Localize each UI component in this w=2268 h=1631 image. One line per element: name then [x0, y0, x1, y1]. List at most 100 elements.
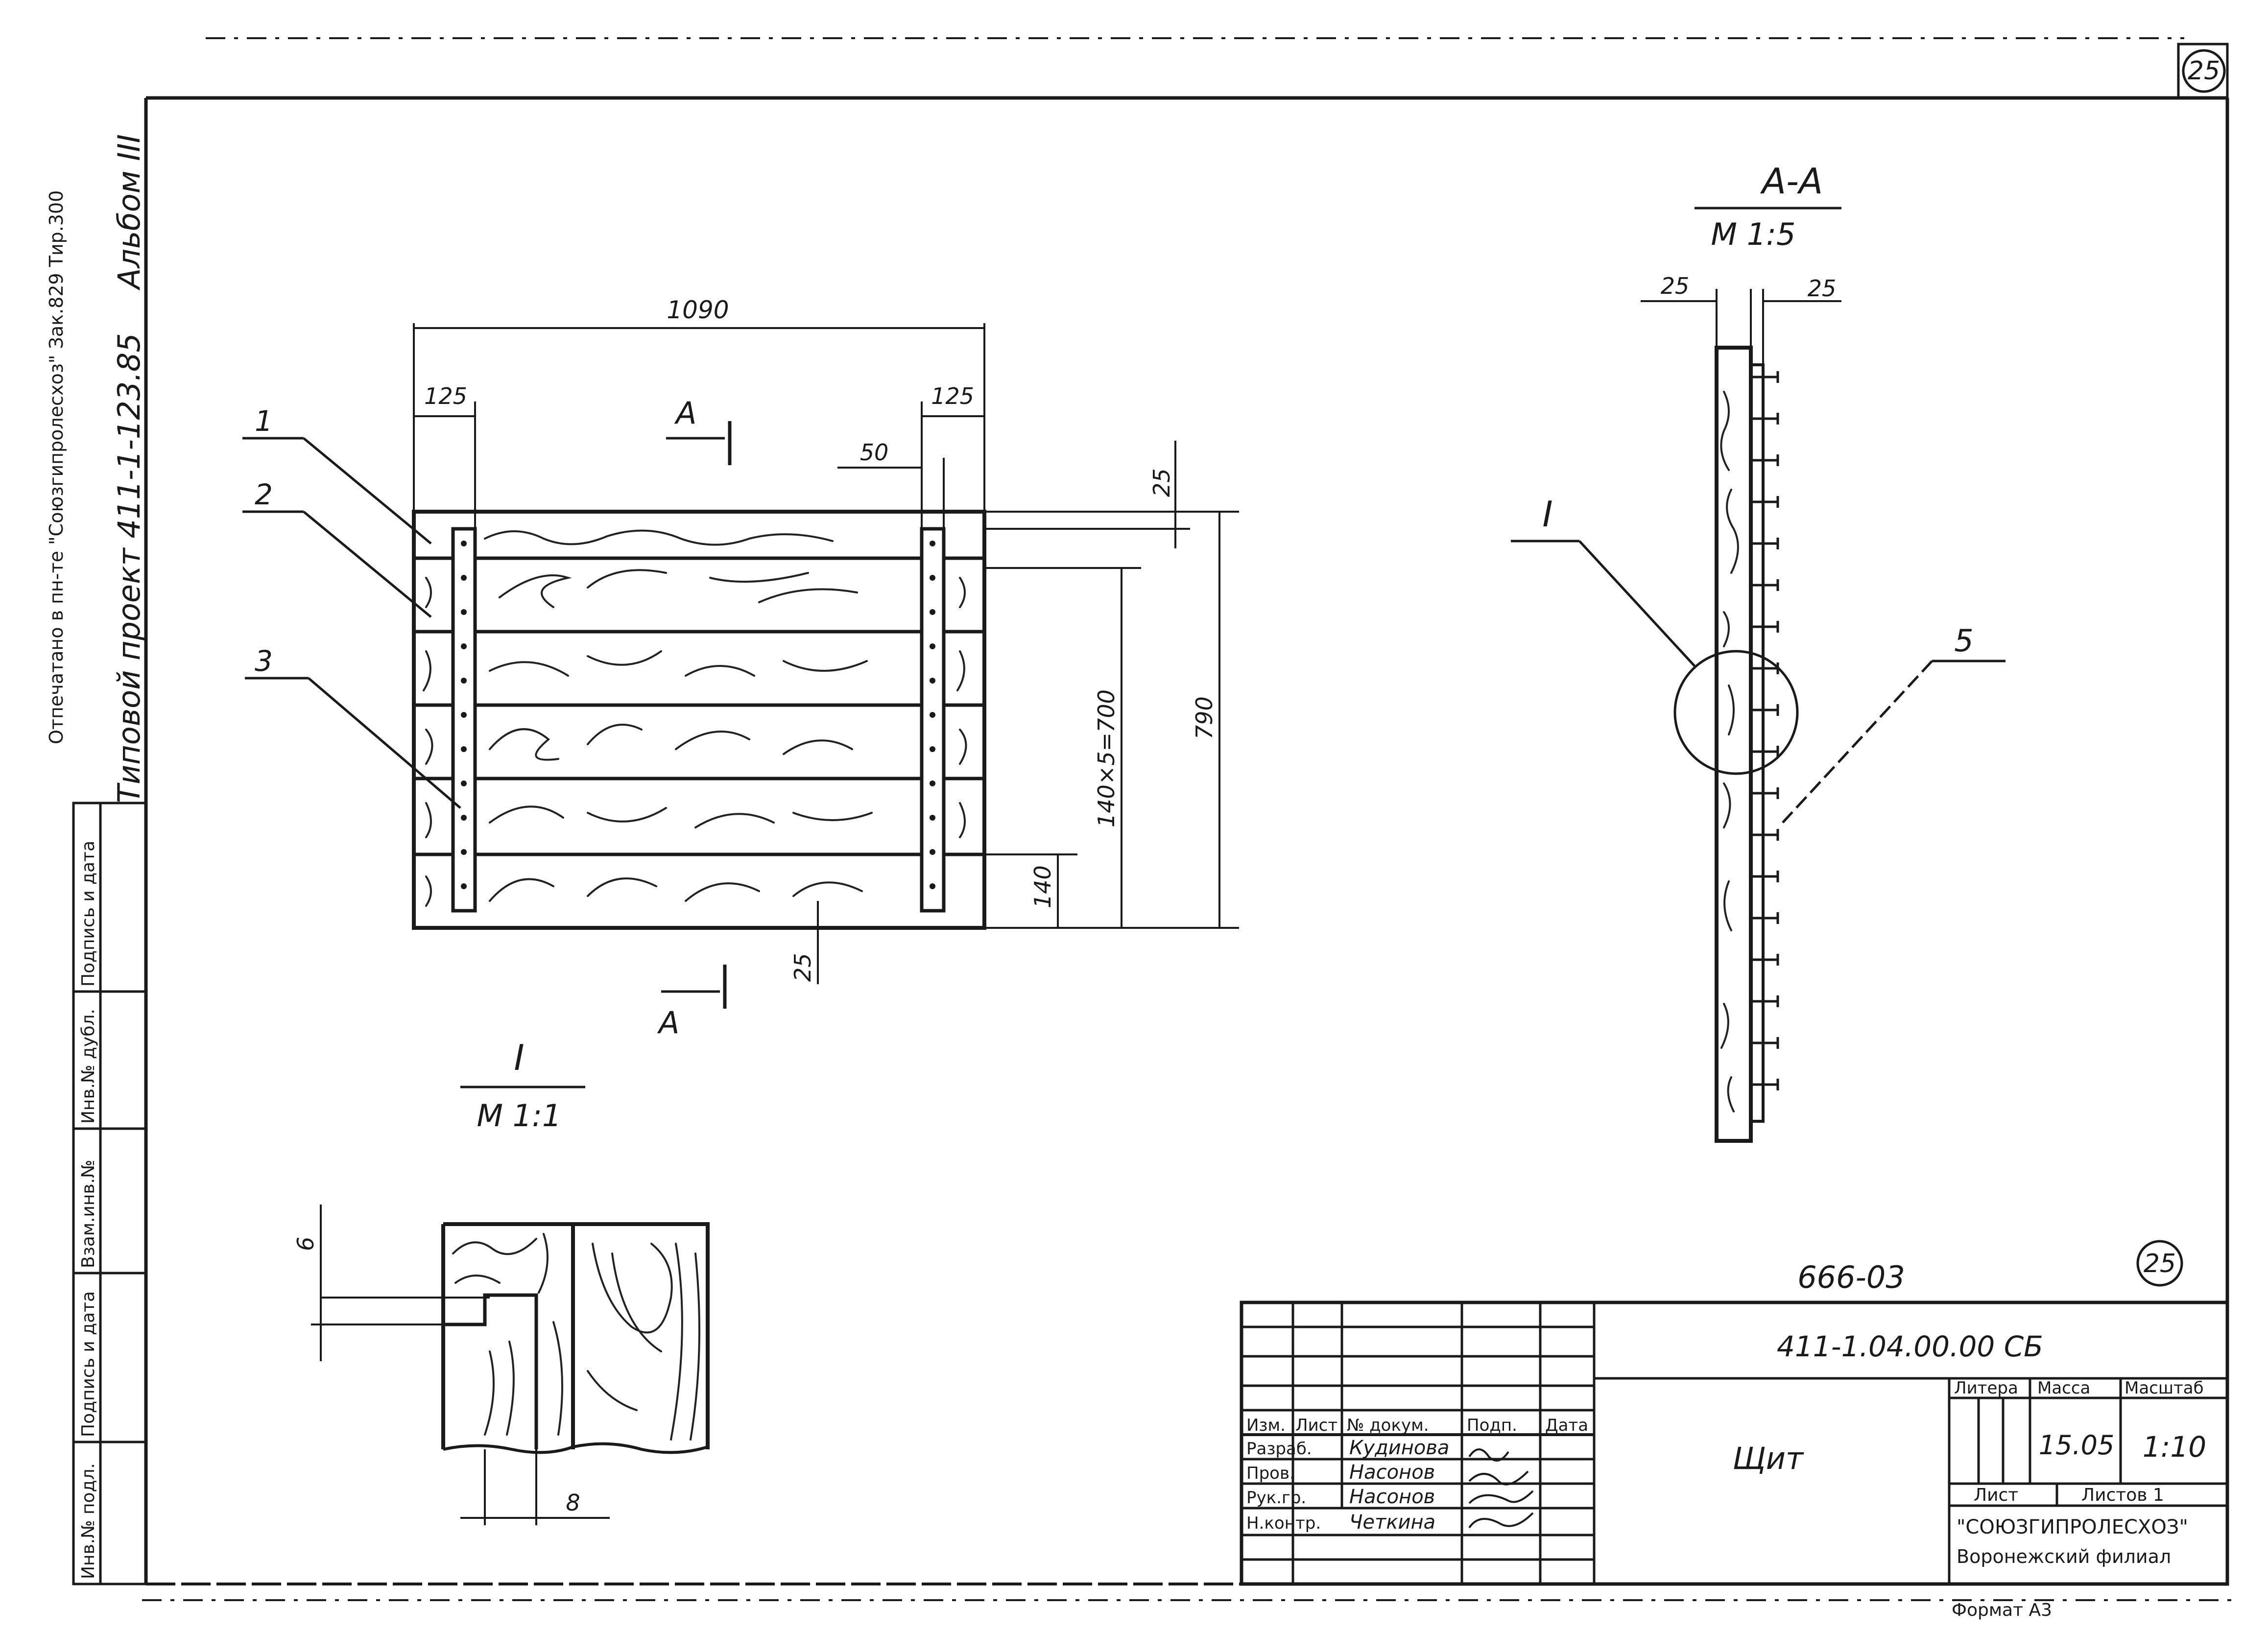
nail-dot	[930, 609, 935, 615]
person-developer: Кудинова	[1349, 1437, 1449, 1459]
dimension-lines	[413, 323, 1239, 984]
nail-dot	[461, 815, 467, 821]
nail-dot	[461, 643, 467, 649]
callout-2: 2	[242, 478, 432, 618]
format-label: Формат А3	[1952, 1600, 2052, 1620]
section-mark-top: А	[674, 395, 696, 431]
detail-board-right	[573, 1222, 710, 1449]
detail-grain	[452, 1233, 700, 1441]
part5-callout: 5	[1954, 623, 1973, 659]
organization: "СОЮЗГИПРОЛЕСХОЗ"	[1957, 1516, 2188, 1538]
nail-mark	[1751, 954, 1779, 966]
project-label: Типовой проект 411-1-123.85	[111, 333, 147, 803]
branch: Воронежский филиал	[1957, 1546, 2171, 1567]
detail-scale: М 1:1	[477, 1098, 562, 1134]
nail-dot	[461, 609, 467, 615]
archive-number: 666-03	[1797, 1259, 1905, 1295]
svg-text:3: 3	[255, 644, 273, 678]
detail-callout: I	[1542, 494, 1552, 535]
nail-dot	[461, 678, 467, 684]
mass-label: Масса	[2037, 1378, 2090, 1398]
person-norm-control: Четкина	[1349, 1511, 1435, 1534]
nail-mark	[1751, 746, 1779, 757]
nail-mark	[1751, 413, 1779, 425]
nail-dot	[461, 541, 467, 546]
section-dim-left: 25	[1661, 273, 1690, 299]
dim-top-edge: 25	[1148, 468, 1175, 497]
nail-mark	[1751, 704, 1779, 716]
dim-bottom-edge: 25	[789, 953, 816, 982]
stamp-label-4: Инв.№ дубл.	[78, 1009, 98, 1124]
nail-dot	[461, 780, 467, 786]
nail-mark	[1751, 454, 1779, 466]
title-block-frame	[1240, 1300, 2229, 1586]
section-dim-right: 25	[1808, 275, 1837, 302]
rail-left	[451, 527, 477, 913]
nail-mark	[1751, 579, 1779, 591]
dim-overall-width: 1090	[667, 296, 729, 324]
svg-text:1: 1	[255, 404, 273, 438]
nail-dot	[930, 575, 935, 581]
nail-mark	[1751, 912, 1779, 924]
detail-i-view: I М 1:1 6 8	[292, 1037, 710, 1525]
dim-right-offset: 125	[931, 383, 974, 409]
detail-callout-leader	[1578, 540, 1695, 667]
nail-mark	[1751, 538, 1779, 549]
nail-dot	[461, 746, 467, 752]
section-mark-bottom: А	[657, 1005, 679, 1040]
stamp-label-5: Подпись и дата	[78, 841, 98, 987]
dim-rail-width: 50	[860, 439, 889, 466]
nail-dot	[930, 746, 935, 752]
nail-dot	[930, 883, 935, 889]
detail-break-line	[443, 1442, 708, 1454]
section-boards	[1715, 346, 1753, 1143]
sheet-number-box	[2177, 43, 2229, 99]
role-checker: Пров.	[1246, 1464, 1295, 1483]
sheets-label: Листов 1	[2081, 1485, 2164, 1505]
nail-dot	[930, 780, 935, 786]
title-block-grid	[1241, 1302, 2227, 1584]
nail-dot	[930, 815, 935, 821]
dim-bottom-board: 140	[1029, 865, 1056, 908]
print-note: Отпечатано в пн-те "Союзгипролесхоз" Зак…	[46, 190, 67, 744]
detail-dim-vertical: 6	[292, 1237, 319, 1251]
nail-dot	[930, 712, 935, 718]
title-block: 666-03 25	[1240, 1240, 2229, 1620]
dim-overall-height: 790	[1191, 696, 1218, 739]
nail-mark	[1751, 829, 1779, 841]
nail-dot	[461, 849, 467, 855]
role-developer: Разраб.	[1246, 1439, 1312, 1459]
part5-callout-leader	[1782, 660, 1933, 824]
nail-mark	[1751, 496, 1779, 508]
detail-dim-horizontal: 8	[566, 1489, 580, 1516]
nail-mark	[1751, 787, 1779, 799]
left-stamp-strip: Инв.№ подл. Подпись и дата Взам.инв.№ Ин…	[72, 802, 147, 1585]
role-norm-control: Н.контр.	[1246, 1513, 1321, 1533]
nail-dot	[461, 883, 467, 889]
section-aa-title: А-А	[1760, 161, 1823, 202]
stamp-label-2: Подпись и дата	[78, 1291, 98, 1437]
detail-board-left	[441, 1222, 575, 1449]
nail-mark	[1751, 621, 1779, 633]
nail-mark	[1751, 1037, 1779, 1049]
section-aa-scale: М 1:5	[1711, 216, 1796, 252]
nail-mark	[1751, 871, 1779, 882]
dim-spacing: 140×5=700	[1093, 689, 1120, 827]
nail-dot	[461, 575, 467, 581]
wood-grain	[423, 529, 967, 907]
header-date: Дата	[1545, 1416, 1588, 1435]
header-doc: № докум.	[1347, 1416, 1429, 1435]
scale-value: 1:10	[2143, 1430, 2206, 1464]
section-aa-view: А-А М 1:5 25 25 I 5	[1511, 161, 2005, 1143]
drawing-name: Щит	[1733, 1441, 1804, 1476]
mass-value: 15.05	[2039, 1430, 2115, 1461]
nail-dot	[930, 849, 935, 855]
callout-3: 3	[245, 644, 461, 809]
sheet-number-bottom: 25	[2144, 1249, 2176, 1278]
stamp-label-3: Взам.инв.№	[78, 1159, 98, 1268]
stamp-label-1: Инв.№ подл.	[78, 1463, 98, 1579]
detail-title: I	[514, 1037, 524, 1078]
nail-dot	[930, 643, 935, 649]
nail-dot	[930, 678, 935, 684]
